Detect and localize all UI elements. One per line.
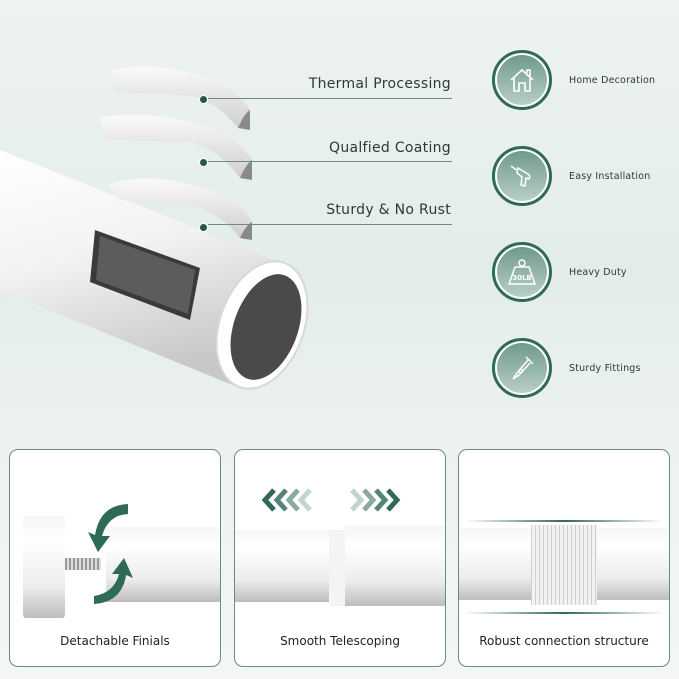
rod-outer-segment: [345, 526, 445, 606]
feature-sturdy-fittings: Sturdy Fittings: [492, 338, 641, 398]
card-smooth-telescoping: Smooth Telescoping: [234, 449, 446, 667]
shadow-line: [464, 520, 664, 522]
feature-home-decoration: Home Decoration: [492, 50, 655, 110]
telescoping-arrows-icon: [261, 488, 401, 512]
layer-label-sturdy-no-rust: Sturdy & No Rust: [326, 202, 451, 218]
feature-easy-installation: Easy Installation: [492, 146, 650, 206]
card-robust-connection-structure: Robust connection structure: [458, 449, 670, 667]
rotate-arrows-icon: [88, 504, 133, 604]
house-icon: [497, 55, 547, 105]
threaded-screw: [65, 558, 101, 570]
layer-connector-line: [208, 224, 452, 225]
weight-badge: 30LB: [512, 274, 532, 282]
layer-marker-dot: [199, 158, 208, 167]
feature-heavy-duty: 30LB Heavy Duty: [492, 242, 627, 302]
card-detachable-finials: Detachable Finials: [9, 449, 221, 667]
finial-cap: [23, 516, 65, 618]
screw-icon: [497, 343, 547, 393]
layer-label-thermal-processing: Thermal Processing: [308, 76, 451, 92]
rod-cutaway-illustration: [0, 66, 309, 390]
threaded-connector: [531, 525, 597, 605]
weight-icon: 30LB: [497, 247, 547, 297]
layer-marker-dot: [199, 95, 208, 104]
shadow-line: [464, 612, 664, 614]
drill-icon: [497, 151, 547, 201]
rod-inner-segment: [235, 530, 335, 602]
layer-label-qualified-coating: Qualfied Coating: [329, 140, 451, 156]
layer-connector-line: [208, 161, 452, 162]
layer-marker-dot: [199, 223, 208, 232]
rod-joint: [329, 530, 347, 606]
layer-connector-line: [208, 98, 452, 99]
